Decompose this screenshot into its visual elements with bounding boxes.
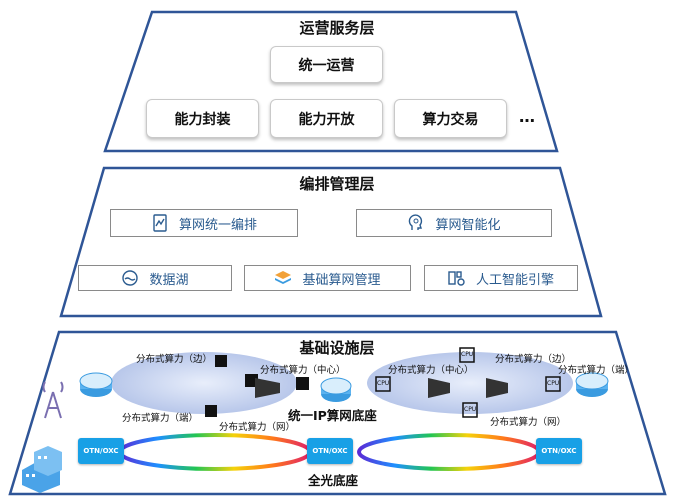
compute-trading-box: 算力交易 (394, 99, 507, 138)
intelligent-network-item: 算网智能化 (356, 209, 552, 237)
unified-orchestration-label: 算网统一编排 (178, 217, 257, 233)
router-icon-right (575, 372, 609, 397)
cpu-label: CPU (461, 351, 474, 358)
ai-head-icon (409, 214, 423, 230)
building-icon (22, 446, 62, 493)
left-network-compute-label: 分布式算力（网） (219, 422, 296, 433)
capability-opening-box: 能力开放 (270, 99, 383, 138)
orchestration-layer-title: 编排管理层 (299, 175, 375, 193)
left-compute-cloud (111, 352, 297, 414)
more-ellipsis: … (519, 107, 535, 126)
right-center-compute-label: 分布式算力（中心） (388, 365, 474, 376)
data-lake-icon (122, 270, 139, 286)
cpu-chip-icon (375, 347, 561, 418)
data-lake-label: 数据湖 (149, 272, 189, 288)
optical-base-label: 全光底座 (308, 473, 359, 488)
right-compute-cloud (367, 352, 573, 414)
intelligent-network-label: 算网智能化 (435, 217, 501, 233)
basic-network-management-label: 基础算网管理 (302, 272, 381, 288)
capability-packaging-box: 能力封装 (146, 99, 259, 138)
right-edge-compute-label: 分布式算力（边） (495, 354, 572, 365)
ai-engine-label: 人工智能引擎 (475, 272, 554, 288)
left-terminal-compute-label: 分布式算力（端） (122, 413, 199, 424)
left-center-compute-label: 分布式算力（中心） (260, 365, 346, 376)
chip-icon (205, 355, 309, 417)
layers-icon (275, 271, 292, 284)
otn-oxc-device-right: OTN/OXC (536, 438, 582, 464)
router-icon-left (79, 372, 113, 397)
router-icon-center (320, 377, 352, 402)
unified-operations-box: 统一运营 (270, 46, 383, 83)
otn-oxc-device-left: OTN/OXC (78, 438, 124, 464)
basic-network-management-item: 基础算网管理 (244, 265, 411, 291)
otn-oxc-device-center: OTN/OXC (307, 438, 353, 464)
cell-tower-icon (42, 381, 64, 419)
server-stack-icon (255, 378, 508, 398)
cpu-label: CPU (547, 380, 560, 387)
cpu-label: CPU (377, 380, 390, 387)
left-edge-compute-label: 分布式算力（边） (136, 354, 213, 365)
unified-orchestration-item: 算网统一编排 (110, 209, 298, 237)
infrastructure-layer-title: 基础设施层 (299, 339, 375, 357)
operations-layer-title: 运营服务层 (299, 19, 375, 37)
unified-ip-base-label: 统一IP算网底座 (288, 408, 377, 423)
ai-engine-icon (448, 271, 465, 286)
data-lake-item: 数据湖 (78, 265, 232, 291)
workflow-icon (153, 214, 167, 232)
cpu-label: CPU (464, 406, 477, 413)
right-terminal-compute-label: 分布式算力（端） (558, 365, 635, 376)
ai-engine-item: 人工智能引擎 (424, 265, 578, 291)
right-network-compute-label: 分布式算力（网） (490, 417, 567, 428)
